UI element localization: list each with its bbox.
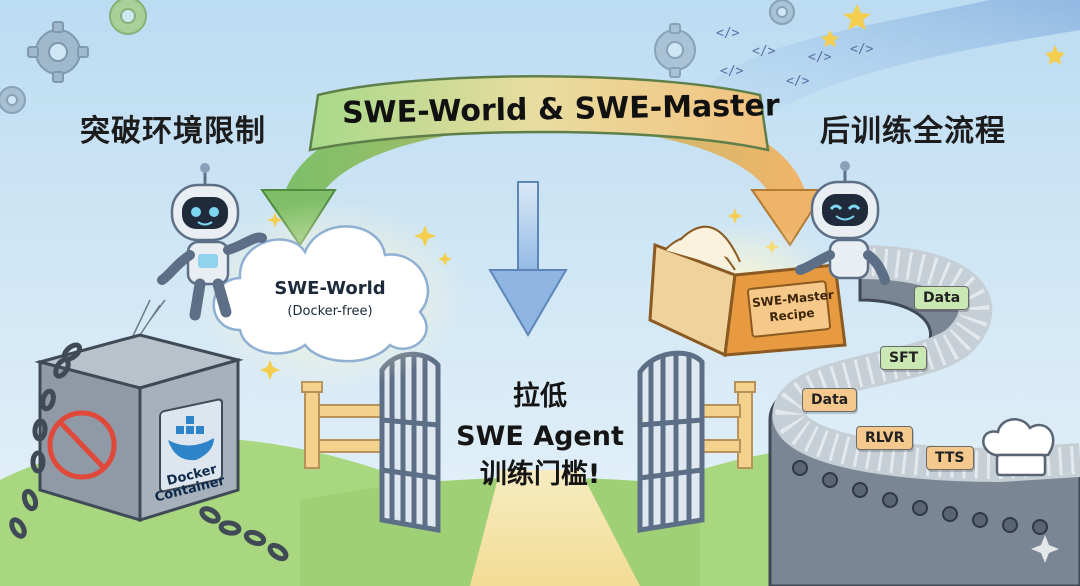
book-icon <box>645 220 847 360</box>
gear-icon <box>769 0 795 25</box>
code-symbol: </> <box>850 42 874 57</box>
code-symbol: </> <box>720 64 744 79</box>
chef-hat-icon <box>982 418 1055 477</box>
center-line-2: SWE Agent <box>456 421 624 452</box>
center-line-1: 拉低 <box>513 381 567 412</box>
pipeline-tag-rlvr: RLVR <box>856 426 914 450</box>
code-symbol: </> <box>808 50 832 65</box>
left-heading: 突破环境限制 <box>80 114 266 149</box>
code-symbol: </> <box>752 44 776 59</box>
chain-icon <box>9 342 289 562</box>
code-symbol: </> <box>716 26 740 41</box>
sparkle-icon <box>414 225 436 247</box>
gear-icon <box>109 0 147 35</box>
code-symbol: </> <box>786 74 810 89</box>
sparkle-icon <box>267 212 283 228</box>
robot-icon <box>131 163 267 339</box>
sparkle-icon <box>1031 535 1059 563</box>
cloud-icon <box>212 225 430 363</box>
star-icon <box>1045 45 1065 65</box>
pipeline-tag-data: Data <box>914 286 970 310</box>
banner <box>308 75 770 152</box>
pipeline-tag-sft: SFT <box>880 346 928 370</box>
right-heading: 后训练全流程 <box>820 114 1006 149</box>
center-line-3: 训练门槛! <box>479 459 601 490</box>
gate-icon <box>637 350 705 533</box>
docker-whale-icon <box>168 416 214 461</box>
code-stream <box>700 0 1080 120</box>
docker-box <box>34 333 244 523</box>
star-icon <box>843 4 871 30</box>
robot-icon <box>795 161 890 285</box>
cloud-subtitle: (Docker-free) <box>287 304 373 319</box>
gear-icon <box>27 21 89 83</box>
down-arrow-icon <box>488 181 568 337</box>
cloud-title: SWE-World <box>274 278 386 299</box>
star-icon <box>821 30 839 47</box>
sparkle-icon <box>260 360 280 380</box>
gear-icon <box>0 86 26 114</box>
no-sign-icon <box>47 410 117 480</box>
gear-icon <box>654 23 696 78</box>
sparkle-icon <box>727 208 743 224</box>
sparkle-icon <box>438 252 452 266</box>
pipeline-tag-data: Data <box>802 388 858 412</box>
pipeline-tag-tts: TTS <box>926 446 974 470</box>
